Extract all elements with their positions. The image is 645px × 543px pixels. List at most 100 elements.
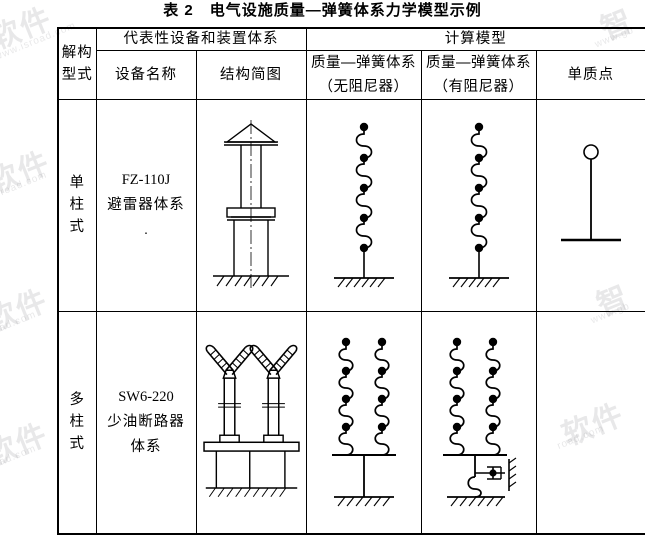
single-chain-with-damper-model	[422, 100, 536, 311]
mass-point	[377, 337, 386, 347]
row1-spring-with-damper-cell	[420, 99, 537, 312]
mass-point	[488, 394, 497, 404]
mass-point-group	[359, 123, 368, 253]
right-spring-chain	[484, 342, 501, 456]
mass-point	[377, 422, 386, 432]
breaker-platform	[202, 441, 300, 452]
spring-coil-group	[355, 128, 372, 250]
row2-equipment-name-cn-line2: 体系	[130, 438, 162, 455]
header-row-columns: 设备名称 结构简图 质量—弹簧体系 （无阻尼器） 质量—弹簧体系 （有阻尼器） …	[58, 50, 645, 100]
double-chain-no-damper-model	[307, 312, 421, 533]
mass-point	[488, 422, 497, 432]
row2-spring-with-damper-cell	[420, 310, 537, 535]
row2-type-char2: 柱	[69, 414, 85, 431]
mass-point	[341, 366, 350, 376]
header-col-equipment-name: 设备名称	[95, 50, 197, 100]
left-spring-chain	[337, 342, 354, 456]
header-col-spring-with-damper-line2: （有阻尼器）	[433, 79, 524, 95]
mass-point	[359, 154, 368, 163]
header-group-equipment: 代表性设备和装置体系	[95, 27, 307, 51]
header-col-spring-no-damper-line1: 质量—弹簧体系	[311, 55, 416, 71]
table-row: 多 柱 式 SW6-220 少油断路器 体系	[57, 310, 645, 535]
double-chain-ground-hatch	[337, 496, 390, 507]
header-col-spring-with-damper-block: 质量—弹簧体系 （有阻尼器）	[422, 51, 536, 99]
row2-spring-no-damper-cell	[305, 310, 422, 535]
mass-point	[452, 422, 461, 432]
mass-point	[377, 394, 386, 404]
row1-type-char2: 柱	[69, 197, 85, 214]
watermark-text: 软件	[0, 417, 54, 473]
header-col-structure-diagram: 结构简图	[195, 50, 307, 100]
mass-point	[488, 337, 497, 347]
double-spring-svg	[331, 337, 396, 507]
single-mass-svg	[560, 144, 621, 242]
watermark-url: isroad.com	[0, 169, 49, 202]
header-group-equipment-label: 代表性设备和装置体系	[123, 31, 279, 47]
arrester-svg	[213, 120, 289, 291]
single-mass-circle	[582, 144, 599, 161]
mass-point	[488, 366, 497, 376]
row1-equipment-trailing-dot: .	[144, 222, 148, 238]
header-row-group: 解构 型式 代表性设备和装置体系 计算模型	[57, 27, 645, 100]
table-body: 单 柱 式 FZ-110J 避雷器体系 .	[57, 99, 645, 535]
row1-type-char1: 单	[69, 175, 85, 192]
row2-single-mass-empty	[537, 312, 645, 533]
mass-point	[359, 123, 368, 132]
spring-chain-ground-hatch	[452, 278, 500, 288]
row1-type-stack: 单 柱 式	[59, 172, 96, 238]
mass-point-group	[452, 337, 497, 477]
multi-column-breaker-diagram	[197, 312, 306, 533]
right-spring-chain	[373, 342, 390, 456]
mass-point	[474, 184, 483, 193]
header-char-line1: 解构	[61, 45, 93, 61]
specification-table: 解构 型式 代表性设备和装置体系 计算模型 设备名称 结构简图 质量—弹簧体系	[57, 27, 645, 535]
row1-equipment-name-cn: 避雷器体系	[107, 196, 185, 213]
single-column-arrester-diagram	[197, 100, 306, 311]
breaker-ground-hatch	[208, 487, 286, 498]
double-chain-with-damper-model	[422, 312, 536, 533]
single-mass-point-model	[537, 100, 645, 311]
watermark-text: 软件	[0, 145, 56, 201]
mass-point	[452, 394, 461, 404]
insulator-rib	[275, 349, 293, 369]
row2-structure-diagram-cell	[195, 310, 307, 535]
arrester-ground-hatch	[216, 276, 279, 287]
watermark-url: road.com	[0, 443, 38, 472]
header-col-single-mass-label: 单质点	[567, 66, 615, 83]
row2-type-cell: 多 柱 式	[57, 310, 97, 535]
table-container: 解构 型式 代表性设备和装置体系 计算模型 设备名称 结构简图 质量—弹簧体系	[57, 27, 645, 535]
row2-equipment-name-block: SW6-220 少油断路器 体系	[97, 385, 196, 460]
mass-point	[341, 337, 350, 347]
header-char-line2: 型式	[61, 67, 93, 83]
mass-point	[377, 366, 386, 376]
header-group-model-label: 计算模型	[444, 31, 507, 47]
watermark-url: road.com	[0, 309, 38, 338]
mass-point	[452, 337, 461, 347]
mass-point	[359, 184, 368, 193]
mass-point	[474, 244, 483, 253]
row1-equipment-code: FZ-110J	[121, 171, 171, 188]
dashpot-piston-head	[488, 469, 497, 477]
header-col-spring-no-damper-block: 质量—弹簧体系 （无阻尼器）	[307, 51, 421, 99]
header-col-structure-diagram-label: 结构简图	[220, 66, 282, 83]
header-col-spring-no-damper-line2: （无阻尼器）	[318, 79, 409, 95]
mass-point	[341, 394, 350, 404]
spring-coil-group	[470, 128, 487, 250]
mass-point	[341, 422, 350, 432]
row1-type-cell: 单 柱 式	[57, 99, 97, 312]
header-col-spring-with-damper-line1: 质量—弹簧体系	[426, 55, 531, 71]
row2-type-char3: 式	[69, 436, 85, 453]
page-title: 表 2 电气设施质量—弹簧体系力学模型示例	[163, 2, 482, 19]
damper-ground-hatch	[450, 496, 503, 507]
base-spring	[466, 476, 482, 498]
row2-equipment-code: SW6-220	[118, 388, 174, 405]
row1-spring-no-damper-cell	[305, 99, 422, 312]
row1-equipment-name-block: FZ-110J 避雷器体系 .	[97, 168, 196, 243]
header-deconstruction-type-stack: 解构 型式	[59, 42, 96, 86]
header-group-model: 计算模型	[305, 27, 645, 51]
mass-point	[359, 244, 368, 253]
left-spring-chain	[448, 342, 465, 456]
single-chain-no-damper-model	[307, 100, 421, 311]
spring-chain-ground-hatch	[337, 278, 385, 288]
row1-single-mass-cell	[535, 99, 645, 312]
